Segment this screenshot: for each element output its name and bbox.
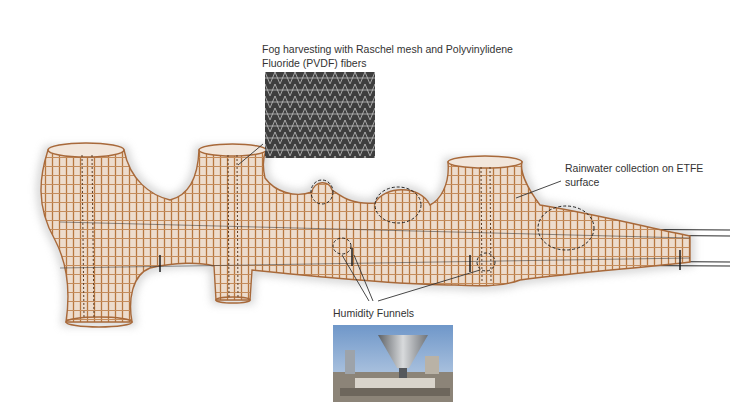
tower-rims xyxy=(48,143,522,327)
leader-lines xyxy=(238,144,561,301)
structure-glow xyxy=(41,150,690,322)
support-posts xyxy=(160,248,680,272)
tower-columns xyxy=(82,155,491,318)
inner-tube xyxy=(60,222,690,268)
funnel-photo xyxy=(333,325,453,402)
highlight-circles xyxy=(311,180,594,271)
callout-label: Humidity Funnels xyxy=(333,306,493,320)
callout-label: Fog harvesting with Raschel mesh and Pol… xyxy=(262,42,550,70)
lattice-structure xyxy=(41,150,690,322)
callout-label: Rainwater collection on ETFE surface xyxy=(565,161,723,189)
mesh-photo xyxy=(265,72,375,158)
